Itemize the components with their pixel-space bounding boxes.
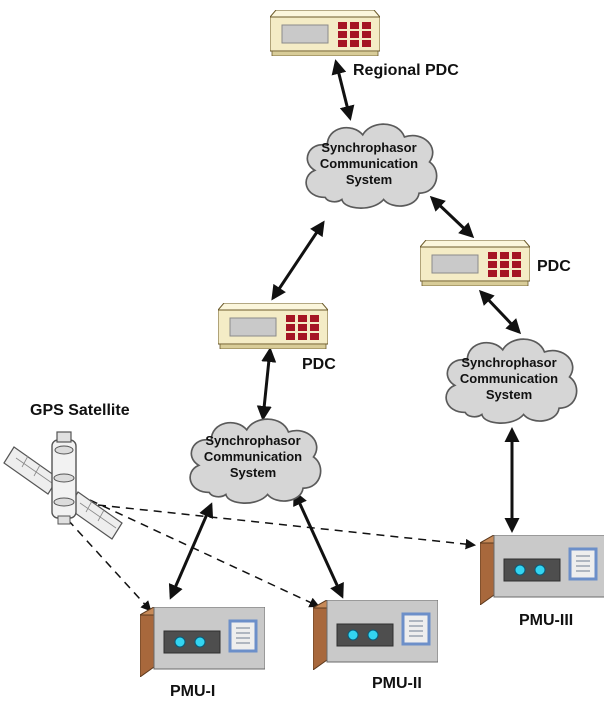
pmu1-label: PMU-I	[170, 683, 216, 700]
pdc-device-icon-regional	[270, 10, 380, 56]
cloud-left-line-3: System	[229, 465, 277, 480]
pmu-device-icon-2	[313, 600, 438, 670]
cloud-left-line-1: Synchrophasor	[205, 433, 301, 448]
pdc-left-label: PDC	[302, 356, 336, 373]
cloud-right-text: Synchrophasor Communication System	[444, 355, 574, 403]
gps-satellite-icon	[3, 431, 123, 540]
cloud-top-line-1: Synchrophasor	[321, 140, 417, 155]
pmu3-label: PMU-III	[519, 612, 574, 629]
pdc-device-icon-left	[218, 303, 328, 349]
gps-signal-pmu1	[67, 519, 152, 612]
regional-pdc-label: Regional PDC	[353, 62, 459, 79]
cloud-top-line-2: Communication	[319, 156, 419, 171]
cloud-right-line-1: Synchrophasor	[461, 355, 557, 370]
cloud-left-line-2: Communication	[203, 449, 303, 464]
pdc-device-icon-right	[420, 240, 530, 286]
gps-signals	[67, 499, 477, 612]
link-cloud-to-pdc-left	[271, 220, 325, 301]
cloud-right-line-2: Communication	[459, 371, 559, 386]
link-regional-to-cloud	[331, 59, 355, 121]
link-pdc-right-to-cloud	[478, 289, 522, 335]
gps-signal-pmu3	[97, 504, 477, 550]
pmu2-label: PMU-II	[372, 675, 422, 692]
gps-satellite-label: GPS Satellite	[30, 402, 130, 419]
connections	[168, 59, 522, 600]
link-cloud-to-pmu1	[168, 502, 214, 600]
cloud-left-text: Synchrophasor Communication System	[188, 433, 318, 481]
pdc-right-label: PDC	[537, 258, 571, 275]
pmu-device-icon-3	[480, 535, 604, 605]
cloud-top-line-3: System	[345, 172, 393, 187]
link-cloud-to-pdc-right	[429, 195, 475, 239]
link-pdc-left-to-cloud	[256, 347, 277, 421]
gps-signal-pmu2	[89, 499, 320, 608]
cloud-right-line-3: System	[485, 387, 533, 402]
link-cloud-to-pmu2	[293, 490, 344, 599]
cloud-top-text: Synchrophasor Communication System	[304, 140, 434, 188]
pmu-device-icon-1	[140, 607, 265, 677]
